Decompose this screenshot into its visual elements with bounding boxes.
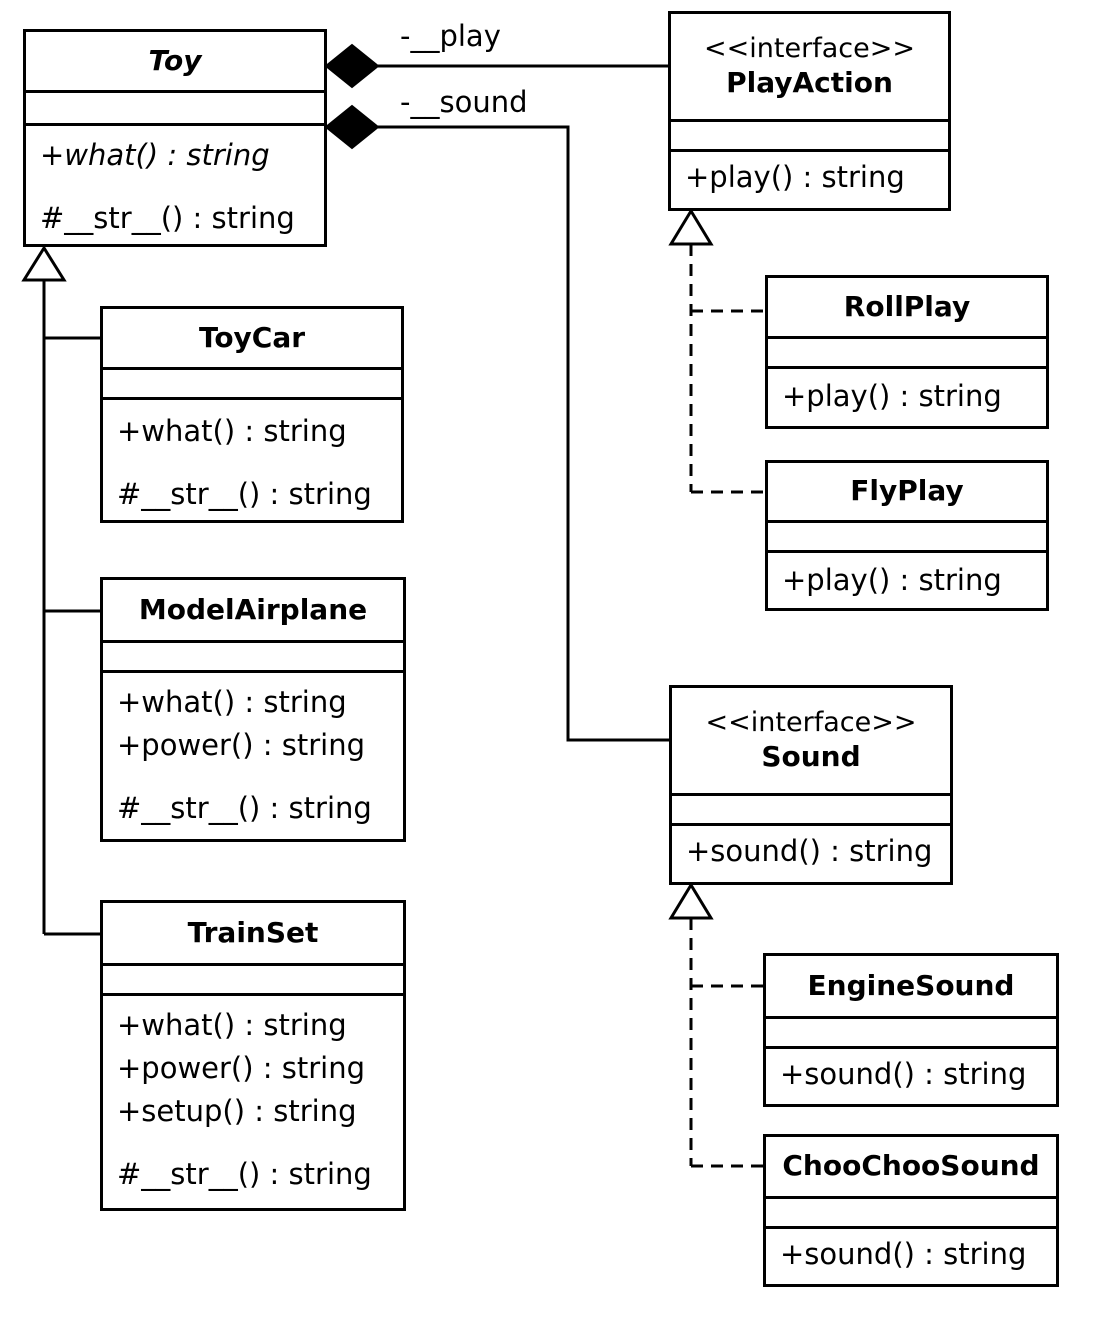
operation: #__str__() : string	[40, 201, 295, 235]
class-modelairplane-header: ModelAirplane	[103, 580, 403, 643]
class-toy-operations: +what() : string #__str__() : string	[26, 126, 324, 240]
class-enginesound-attributes	[766, 1019, 1056, 1049]
class-enginesound-name: EngineSound	[807, 968, 1015, 1002]
class-toy[interactable]: Toy +what() : string #__str__() : string	[23, 29, 327, 247]
realization-sound-connector	[668, 882, 764, 1168]
class-flyplay-name: FlyPlay	[850, 474, 964, 508]
class-modelairplane[interactable]: ModelAirplane +what() : string +power() …	[100, 577, 406, 842]
composition-diamond-play	[324, 43, 380, 89]
role-label-play: -__play	[400, 22, 501, 51]
operation: +sound() : string	[686, 834, 933, 868]
role-label-sound-text: -__sound	[400, 85, 528, 119]
class-rollplay-header: RollPlay	[768, 278, 1046, 339]
composition-diamond-sound	[324, 104, 380, 150]
operation: +setup() : string	[117, 1094, 357, 1128]
class-rollplay-operations: +play() : string	[768, 369, 1046, 418]
operation: +play() : string	[782, 563, 1002, 597]
role-label-play-text: -__play	[400, 19, 501, 53]
generalization-connector	[21, 245, 102, 936]
class-trainset-attributes	[103, 966, 403, 996]
role-label-sound: -__sound	[400, 88, 527, 117]
operation: +sound() : string	[780, 1057, 1027, 1091]
class-playaction[interactable]: <<interface>> PlayAction +play() : strin…	[668, 11, 951, 211]
class-choochoosound-operations: +sound() : string	[766, 1229, 1056, 1276]
class-sound-attributes	[672, 796, 950, 826]
class-flyplay[interactable]: FlyPlay +play() : string	[765, 460, 1049, 611]
class-flyplay-operations: +play() : string	[768, 553, 1046, 602]
class-toycar-header: ToyCar	[103, 309, 401, 370]
class-sound-operations: +sound() : string	[672, 826, 950, 873]
class-rollplay-name: RollPlay	[843, 289, 971, 323]
operation: #__str__() : string	[117, 791, 372, 825]
class-modelairplane-attributes	[103, 643, 403, 673]
class-flyplay-attributes	[768, 523, 1046, 553]
class-choochoosound-attributes	[766, 1199, 1056, 1229]
operation: +power() : string	[117, 728, 366, 762]
class-toycar-name: ToyCar	[198, 320, 306, 354]
class-sound[interactable]: <<interface>> Sound +sound() : string	[669, 685, 953, 885]
class-rollplay-attributes	[768, 339, 1046, 369]
class-flyplay-header: FlyPlay	[768, 463, 1046, 523]
operation: +sound() : string	[780, 1237, 1027, 1271]
class-toycar-attributes	[103, 370, 401, 400]
class-enginesound-header: EngineSound	[766, 956, 1056, 1019]
class-rollplay[interactable]: RollPlay +play() : string	[765, 275, 1049, 429]
composition-sound-connector	[324, 104, 670, 742]
class-modelairplane-name: ModelAirplane	[138, 592, 368, 626]
class-playaction-attributes	[671, 122, 948, 152]
class-choochoosound-header: ChooChooSound	[766, 1137, 1056, 1199]
class-trainset-operations: +what() : string +power() : string +setu…	[103, 996, 403, 1196]
composition-play-connector	[324, 43, 669, 89]
class-toy-header: Toy	[26, 32, 324, 93]
class-playaction-stereotype: <<interface>>	[704, 33, 915, 65]
operation: +play() : string	[782, 379, 1002, 413]
class-sound-stereotype: <<interface>>	[705, 707, 917, 739]
realization-arrowhead-sound	[668, 882, 714, 920]
class-playaction-operations: +play() : string	[671, 152, 948, 199]
realization-arrowhead-playaction	[668, 208, 714, 246]
class-playaction-name: PlayAction	[726, 65, 893, 99]
class-toycar[interactable]: ToyCar +what() : string #__str__() : str…	[100, 306, 404, 523]
class-choochoosound[interactable]: ChooChooSound +sound() : string	[763, 1134, 1059, 1287]
class-trainset-header: TrainSet	[103, 903, 403, 966]
class-trainset[interactable]: TrainSet +what() : string +power() : str…	[100, 900, 406, 1211]
operation: #__str__() : string	[117, 477, 372, 511]
operation: +power() : string	[117, 1051, 366, 1085]
class-sound-name: Sound	[761, 739, 861, 773]
realization-playaction-connector	[668, 208, 766, 494]
operation: +what() : string	[117, 1008, 347, 1042]
operation: +what() : string	[117, 414, 347, 448]
class-modelairplane-operations: +what() : string +power() : string #__st…	[103, 673, 403, 830]
class-choochoosound-name: ChooChooSound	[782, 1149, 1040, 1183]
class-enginesound-operations: +sound() : string	[766, 1049, 1056, 1096]
operation: +what() : string	[117, 685, 347, 719]
class-toycar-operations: +what() : string #__str__() : string	[103, 400, 401, 516]
class-trainset-name: TrainSet	[187, 915, 319, 949]
class-toy-attributes	[26, 93, 324, 126]
class-enginesound[interactable]: EngineSound +sound() : string	[763, 953, 1059, 1107]
operation: +what() : string	[40, 138, 270, 172]
class-playaction-header: <<interface>> PlayAction	[671, 14, 948, 122]
class-sound-header: <<interface>> Sound	[672, 688, 950, 796]
operation: +play() : string	[685, 160, 905, 194]
generalization-arrowhead	[21, 245, 67, 282]
class-toy-name: Toy	[148, 43, 202, 77]
operation: #__str__() : string	[117, 1157, 372, 1191]
